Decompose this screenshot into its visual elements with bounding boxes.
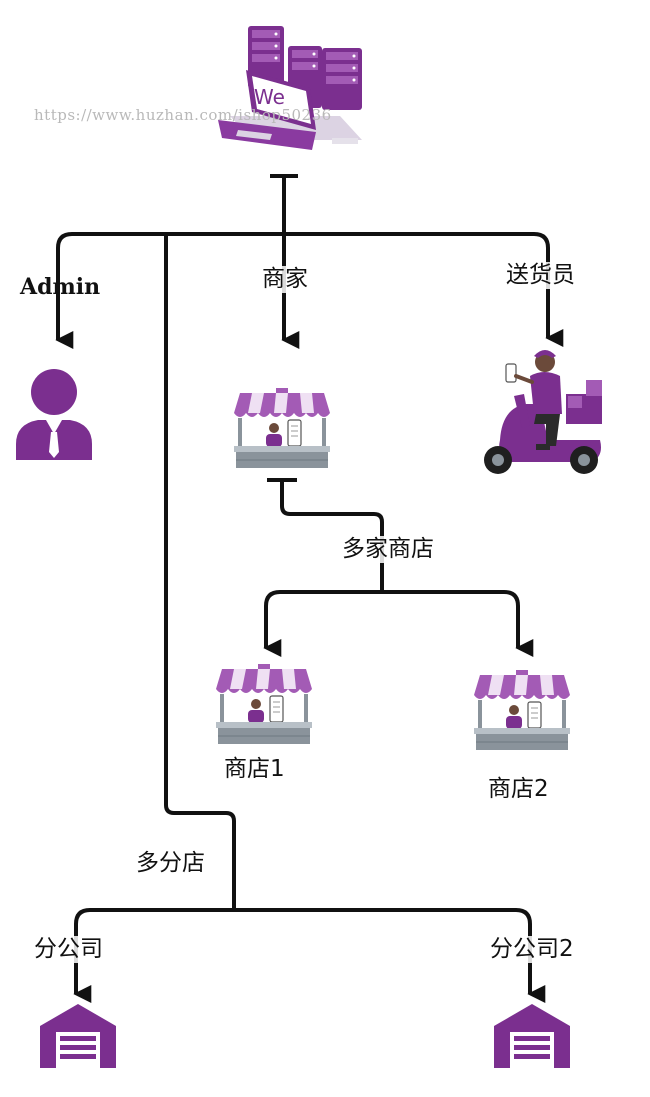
- store2-label: 商店2: [488, 776, 549, 802]
- branch-bus: [74, 908, 532, 990]
- merchant-to-stores-line: [280, 480, 384, 592]
- delivery-label: 送货员: [500, 262, 581, 289]
- branch2-warehouse-icon: [494, 1004, 570, 1068]
- branch2-label: 分公司2: [484, 936, 580, 963]
- admin-label: Admin: [20, 274, 101, 300]
- merchant-label: 商家: [256, 266, 314, 293]
- store1-stall-icon: [215, 663, 313, 745]
- merchant-stall-icon: [233, 387, 331, 469]
- branch1-label: 分公司: [28, 936, 109, 963]
- admin-user-icon: [16, 369, 92, 460]
- delivery-scooter-icon: [484, 350, 602, 474]
- watermark-text: https://www.huzhan.com/ishop50236: [34, 106, 332, 124]
- store-bus: [264, 590, 520, 645]
- left-trunk: [164, 234, 236, 908]
- multi-branch-label: 多分店: [130, 850, 211, 877]
- store1-label: 商店1: [224, 756, 285, 782]
- multi-store-label: 多家商店: [336, 536, 440, 563]
- connectors: [55, 174, 564, 1003]
- store2-stall-icon: [473, 669, 571, 751]
- server-laptop-icon: [218, 26, 362, 150]
- top-bus: [56, 232, 550, 338]
- server-screen-text: We: [254, 85, 285, 109]
- branch1-warehouse-icon: [40, 1004, 116, 1068]
